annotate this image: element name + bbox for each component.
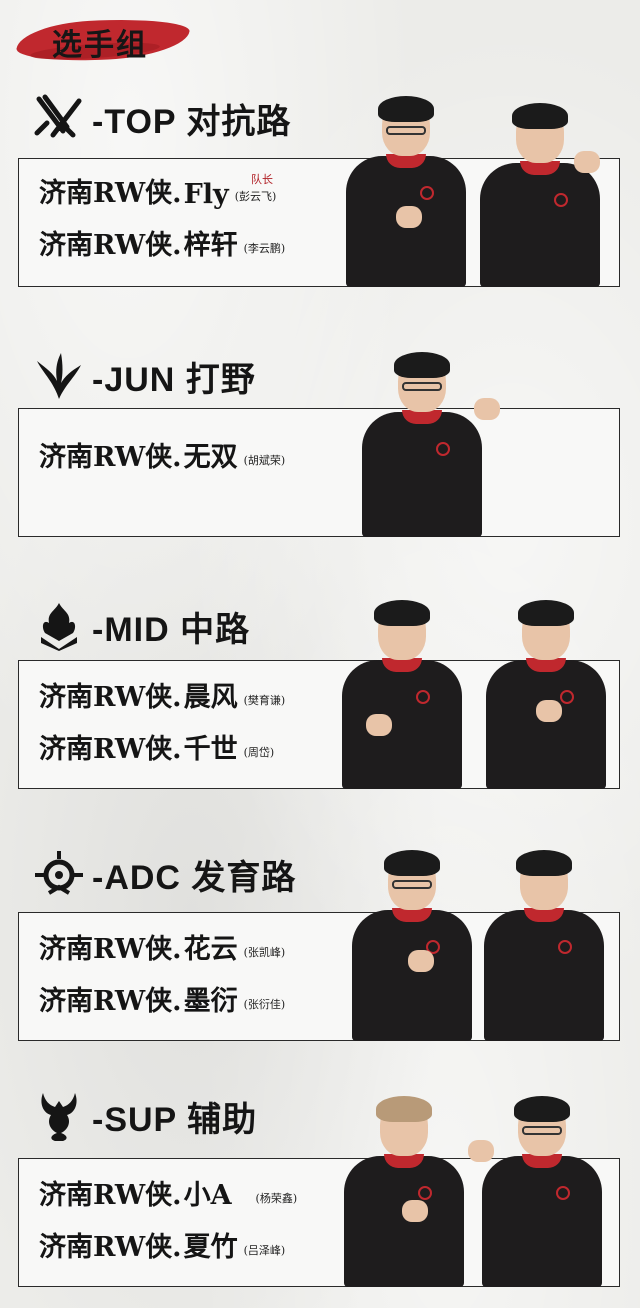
role-heading-top: -TOP 对抗路 xyxy=(30,92,291,144)
player-line: 济南RW侠. Fly (彭云飞) xyxy=(39,171,276,210)
player-photos xyxy=(336,600,610,789)
bow-emblem-icon xyxy=(30,848,88,900)
real-name: (李云鹏) xyxy=(243,242,286,255)
role-label: -SUP 辅助 xyxy=(92,1100,258,1139)
role-heading-support: -SUP 辅助 xyxy=(30,1090,257,1142)
player-line: 济南RW侠. 夏竹 (吕泽峰) xyxy=(39,1225,285,1264)
team-name: 济南RW侠. xyxy=(39,682,182,713)
page-title: 选手组 xyxy=(52,28,148,63)
player-line: 济南RW侠. 无双 (胡斌荣) xyxy=(39,435,285,474)
player-photo xyxy=(338,1096,468,1287)
horned-spirit-icon xyxy=(30,1090,88,1142)
player-id: Fly xyxy=(183,179,229,210)
team-name: 济南RW侠. xyxy=(39,1232,182,1263)
section-jungle: -JUN 打野 济南RW侠. 无双 (胡斌荣) xyxy=(0,350,640,540)
section-top: -TOP 对抗路 济南RW侠. Fly (彭云飞) 队长 济南RW侠. 梓轩 (… xyxy=(0,92,640,292)
player-id: 梓轩 xyxy=(183,230,238,261)
player-photos xyxy=(356,352,500,537)
player-id: 花云 xyxy=(183,934,238,965)
player-photo xyxy=(480,600,610,789)
team-name: 济南RW侠. xyxy=(39,734,182,765)
section-mid: -MID 中路 济南RW侠. 晨风 (樊育谦) 济南RW侠. 千世 (周岱) xyxy=(0,600,640,792)
team-name: 济南RW侠. xyxy=(39,442,182,473)
role-heading-adc: -ADC 发育路 xyxy=(30,848,296,900)
team-name: 济南RW侠. xyxy=(39,178,182,209)
player-id: 无双 xyxy=(183,442,238,473)
flame-crest-icon xyxy=(30,600,88,652)
page-header: 选手组 xyxy=(13,14,193,66)
real-name: (周岱) xyxy=(243,746,275,759)
player-line: 济南RW侠. 小A (杨荣鑫) xyxy=(39,1173,297,1212)
real-name: (张衍佳) xyxy=(243,998,286,1011)
player-photo xyxy=(356,352,500,537)
role-label: -TOP 对抗路 xyxy=(92,102,292,141)
player-line: 济南RW侠. 梓轩 (李云鹏) xyxy=(39,223,285,262)
role-heading-jungle: -JUN 打野 xyxy=(30,350,256,402)
team-name: 济南RW侠. xyxy=(39,986,182,1017)
role-heading-mid: -MID 中路 xyxy=(30,600,250,652)
team-name: 济南RW侠. xyxy=(39,1180,182,1211)
player-line: 济南RW侠. 千世 (周岱) xyxy=(39,727,274,766)
player-line: 济南RW侠. 墨衍 (张衍佳) xyxy=(39,979,285,1018)
player-photo xyxy=(478,850,608,1041)
player-id: 千世 xyxy=(183,734,238,765)
player-line: 济南RW侠. 晨风 (樊育谦) xyxy=(39,675,285,714)
player-id: 晨风 xyxy=(183,682,238,713)
real-name: (杨荣鑫) xyxy=(255,1192,298,1205)
section-support: -SUP 辅助 济南RW侠. 小A (杨荣鑫) 济南RW侠. 夏竹 (吕泽峰) xyxy=(0,1090,640,1288)
real-name: (吕泽峰) xyxy=(243,1244,286,1257)
real-name: (胡斌荣) xyxy=(243,454,286,467)
player-card-jungle: 济南RW侠. 无双 (胡斌荣) xyxy=(18,408,620,537)
real-name: (张凯峰) xyxy=(243,946,286,959)
role-label: -JUN 打野 xyxy=(92,360,256,399)
real-name: (彭云飞) xyxy=(234,190,277,203)
role-label: -MID 中路 xyxy=(92,610,251,649)
real-name: (樊育谦) xyxy=(243,694,286,707)
leaf-claw-icon xyxy=(30,350,88,402)
captain-tag: 队长 xyxy=(251,173,273,186)
player-photos xyxy=(340,96,604,287)
player-photo xyxy=(336,600,466,789)
player-photo xyxy=(346,850,476,1041)
crossed-swords-icon xyxy=(30,92,88,144)
player-id: 小A xyxy=(183,1180,232,1211)
player-line: 济南RW侠. 花云 (张凯峰) xyxy=(39,927,285,966)
player-photo xyxy=(474,103,604,287)
player-photos xyxy=(338,1096,606,1287)
player-photo xyxy=(340,96,470,287)
team-name: 济南RW侠. xyxy=(39,230,182,261)
player-id: 墨衍 xyxy=(183,986,238,1017)
role-label: -ADC 发育路 xyxy=(92,858,297,897)
player-photo xyxy=(468,1096,606,1287)
player-photos xyxy=(346,850,608,1041)
section-adc: -ADC 发育路 济南RW侠. 花云 (张凯峰) 济南RW侠. 墨衍 (张衍佳) xyxy=(0,848,640,1044)
team-name: 济南RW侠. xyxy=(39,934,182,965)
player-id: 夏竹 xyxy=(183,1232,238,1263)
